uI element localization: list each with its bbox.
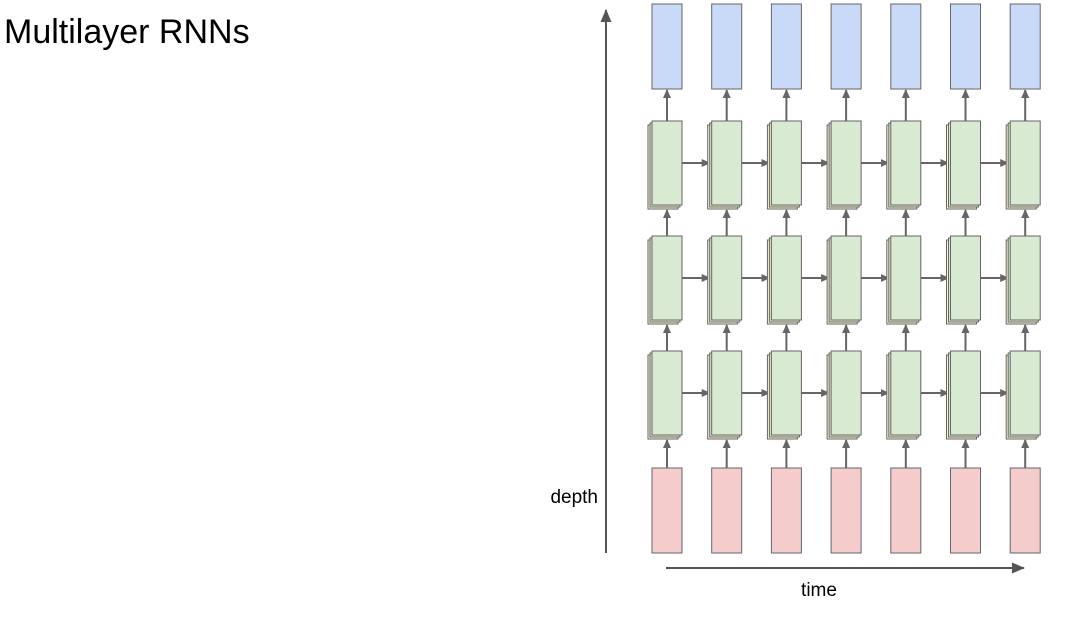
hidden-box	[651, 235, 683, 321]
output-box	[711, 3, 743, 90]
output-box	[830, 3, 862, 90]
output-box	[950, 3, 981, 90]
input-box	[770, 467, 802, 554]
hidden-box	[950, 235, 981, 321]
slide-title: Multilayer RNNs	[4, 13, 250, 51]
hidden-box	[890, 350, 922, 436]
input-box	[651, 467, 683, 554]
hidden-box	[770, 235, 802, 321]
input-box	[1009, 467, 1041, 554]
input-box	[950, 467, 981, 554]
hidden-box	[830, 350, 862, 436]
hidden-box	[890, 235, 922, 321]
hidden-box	[890, 120, 922, 206]
hidden-box	[1009, 120, 1041, 206]
output-box	[651, 3, 683, 90]
rnn-grid	[647, 3, 1041, 554]
hidden-box	[830, 120, 862, 206]
hidden-box	[711, 350, 743, 436]
output-box	[770, 3, 802, 90]
hidden-box	[1009, 235, 1041, 321]
hidden-box	[770, 350, 802, 436]
input-box	[711, 467, 743, 554]
hidden-box	[651, 350, 683, 436]
hidden-box	[711, 235, 743, 321]
hidden-box	[770, 120, 802, 206]
hidden-box	[950, 350, 981, 436]
input-box	[830, 467, 862, 554]
output-box	[1009, 3, 1041, 90]
output-box	[890, 3, 922, 90]
hidden-box	[651, 120, 683, 206]
hidden-box	[830, 235, 862, 321]
depth-axis-label: depth	[550, 487, 598, 508]
time-axis-label: time	[801, 580, 837, 601]
hidden-box	[711, 120, 743, 206]
hidden-box	[1009, 350, 1041, 436]
hidden-box	[950, 120, 981, 206]
input-box	[890, 467, 922, 554]
